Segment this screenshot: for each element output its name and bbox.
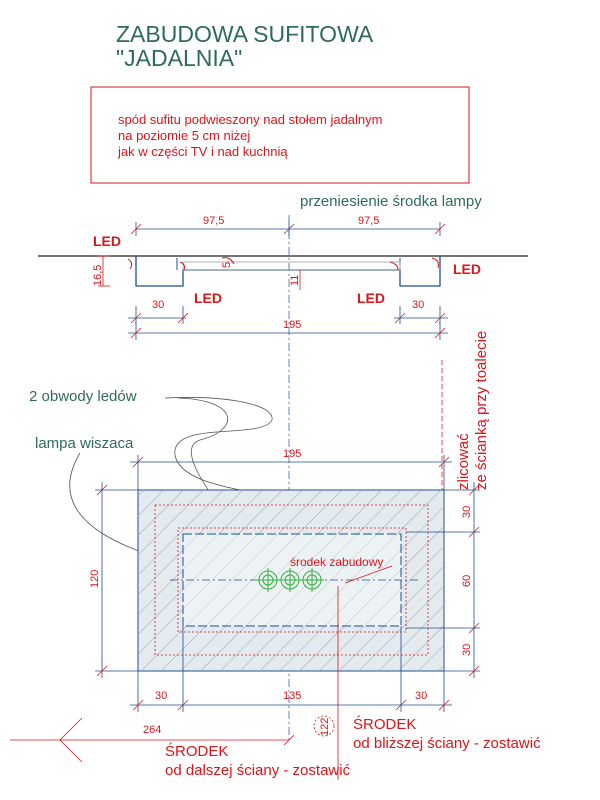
dim-section-right-half: 97,5 <box>358 215 379 227</box>
dim-section-right-30: 30 <box>412 299 424 311</box>
section-profile <box>135 256 441 287</box>
dim-plan-height: 120 <box>89 570 101 588</box>
led-label-bottom-left: LED <box>194 290 222 306</box>
dim-122-circle <box>313 715 335 737</box>
near-wall-sub: od bliższej ściany - zostawić <box>353 735 541 752</box>
dim-plan-right-30-bottom: 30 <box>461 644 473 656</box>
plan-top-dim <box>130 455 452 495</box>
title-line-1: ZABUDOWA SUFITOWA <box>116 21 374 47</box>
center-label: środek zabudowy <box>290 555 383 569</box>
center-leader <box>344 565 393 584</box>
section-cove <box>176 258 401 270</box>
plan-right-dims <box>406 482 480 678</box>
dim-section-left-30: 30 <box>152 299 164 311</box>
led-circuit-outer <box>154 504 429 656</box>
flush-note-line-2: ze ścianką przy toalecie <box>473 331 490 490</box>
led-strip-markers <box>127 257 439 271</box>
section-height-dims <box>98 255 301 290</box>
note-box <box>90 86 470 184</box>
pendant-lamps <box>256 568 324 592</box>
plan-bottom-dims <box>130 626 452 712</box>
dim-plan-right-60: 60 <box>461 575 473 587</box>
dim-section-16-5: 16,5 <box>92 265 104 286</box>
pendant-lamp-label: lampa wiszaca <box>35 435 134 452</box>
near-wall-title: ŚRODEK <box>353 715 416 733</box>
dim-plan-bottom-30-right: 30 <box>415 690 427 702</box>
dim-plan-bottom-30-left: 30 <box>155 690 167 702</box>
dim-section-11: 11 <box>289 275 301 286</box>
led-label-bottom-right: LED <box>357 290 385 306</box>
led-circuits-leader <box>164 397 273 496</box>
dim-section-total: 195 <box>283 319 301 331</box>
led-circuits-label: 2 obwody ledów <box>29 388 137 405</box>
dim-section-left-half: 97,5 <box>203 215 224 227</box>
far-wall-sub: od dalszej ściany - zostawić <box>165 762 351 779</box>
dim-far-264: 264 <box>143 724 161 736</box>
led-label-top-left: LED <box>93 233 121 249</box>
dim-section-5: 5 <box>221 262 233 268</box>
far-wall-dim <box>10 717 295 763</box>
section-lamp-plate <box>182 261 401 271</box>
section-total-dim <box>128 322 448 340</box>
led-label-right: LED <box>453 261 481 277</box>
plan-height-dim <box>95 482 138 678</box>
dim-plan-bottom-135: 135 <box>283 690 301 702</box>
note-line-1: spód sufitu podwieszony nad stołem jadal… <box>118 112 382 127</box>
note-line-2: na poziomie 5 cm niżej <box>118 128 250 143</box>
dim-near-122: 122 <box>319 718 331 736</box>
lamp-move-label: przeniesienie środka lampy <box>300 193 482 210</box>
section-bottom-dims <box>128 306 448 324</box>
dim-plan-right-30-top: 30 <box>461 506 473 518</box>
note-line-3: jak w części TV i nad kuchnią <box>117 144 288 159</box>
far-wall-title: ŚRODEK <box>165 742 228 760</box>
dim-plan-top-width: 195 <box>283 448 301 460</box>
flush-note-line-1: zlicować <box>455 433 472 490</box>
section-top-dimension <box>130 222 446 236</box>
title-line-2: "JADALNIA" <box>116 45 242 71</box>
